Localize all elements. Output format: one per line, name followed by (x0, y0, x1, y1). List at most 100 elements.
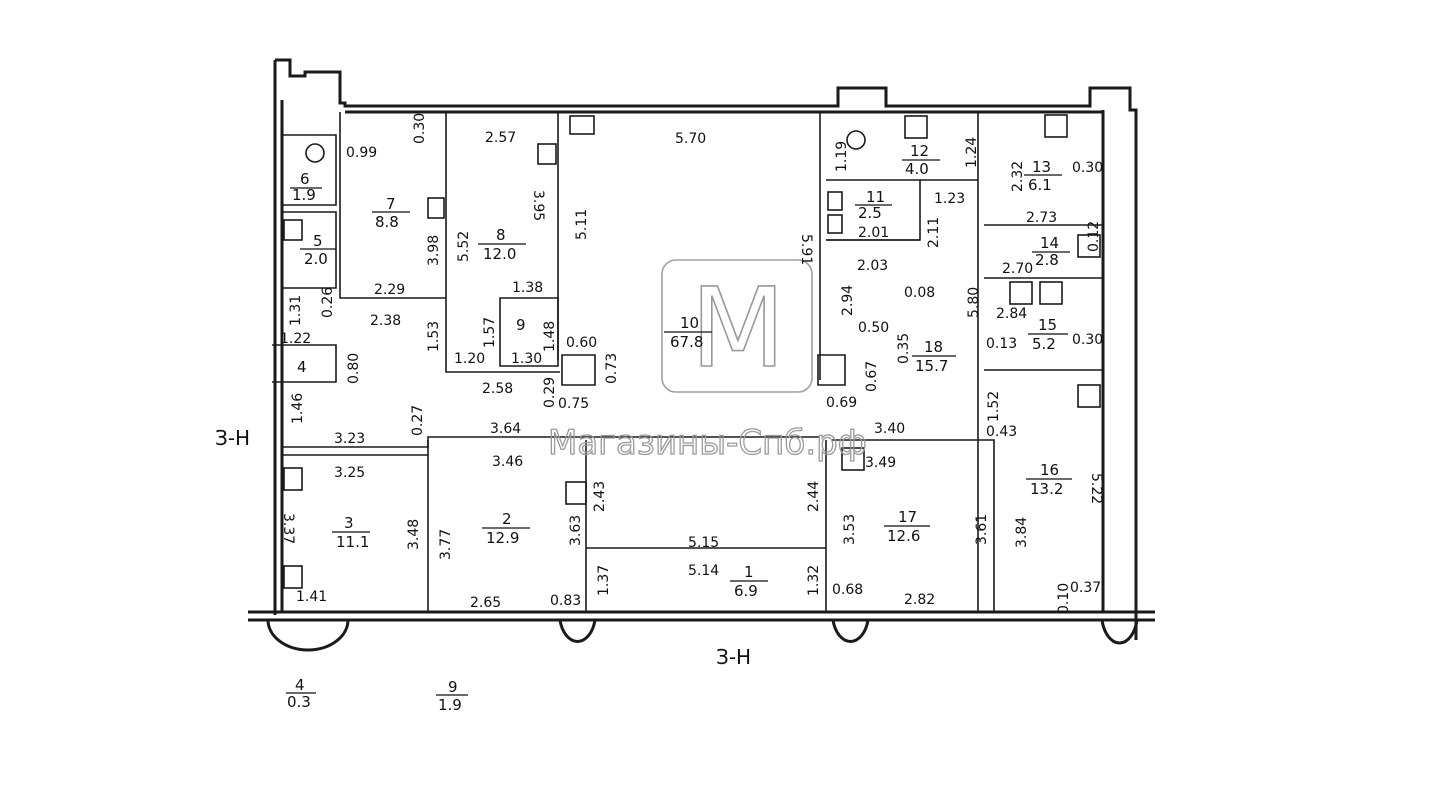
dim-label: 1.37 (596, 565, 612, 596)
dim-label: 2.84 (996, 306, 1027, 322)
dim-label: 0.10 (1056, 583, 1072, 614)
dim-label: 3.25 (334, 465, 365, 481)
dim-label: 0.30 (1072, 332, 1103, 348)
dim-label: 5.15 (688, 535, 719, 551)
partitions (272, 112, 1103, 613)
room-4-number: 4 (297, 358, 307, 376)
dim-label: 2.11 (926, 217, 942, 248)
room-2-area: 12.9 (486, 529, 519, 547)
dim-label: 2.82 (904, 592, 935, 608)
dim-label: 5.70 (675, 131, 706, 147)
dim-label: 1.46 (290, 393, 306, 424)
room-18-area: 15.7 (915, 357, 948, 375)
dim-label: 2.44 (806, 481, 822, 512)
dim-label: 2.38 (370, 313, 401, 329)
dim-label: 0.99 (346, 145, 377, 161)
dim-label: 0.60 (566, 335, 597, 351)
dim-label: 0.35 (896, 333, 912, 364)
dim-label: 1.22 (280, 331, 311, 347)
dim-label: 1.20 (454, 351, 485, 367)
dim-label: 0.37 (1070, 580, 1101, 596)
dim-label: 0.30 (1072, 160, 1103, 176)
dim-label: 1.38 (512, 280, 543, 296)
room-8-area: 12.0 (483, 245, 516, 263)
dim-label: 5.52 (456, 231, 472, 262)
dim-label: 0.08 (904, 285, 935, 301)
room-16-area: 13.2 (1030, 480, 1063, 498)
dim-label: 1.24 (964, 137, 980, 168)
dim-label: 1.31 (288, 295, 304, 326)
room-8-number: 8 (496, 226, 506, 244)
room-2-number: 2 (502, 510, 512, 528)
room-1-number: 1 (744, 563, 754, 581)
dim-label: 3.40 (874, 421, 905, 437)
watermark-text: Магазины-Спб.рф (548, 423, 867, 463)
dim-label: 2.43 (592, 481, 608, 512)
dim-label: 0.67 (864, 361, 880, 392)
room-7-area: 8.8 (375, 213, 399, 231)
dim-label: 2.03 (857, 258, 888, 274)
external-room-9-number: 9 (448, 678, 458, 696)
dim-label: 0.43 (986, 424, 1017, 440)
fixtures (283, 114, 1101, 589)
room-3-area: 11.1 (336, 533, 369, 551)
dim-label: 3.63 (568, 515, 584, 546)
dim-label: 2.94 (840, 285, 856, 316)
dim-label: 3.95 (530, 190, 546, 221)
dim-label: 0.73 (604, 353, 620, 384)
room-7-number: 7 (386, 195, 396, 213)
dim-label: 0.68 (832, 582, 863, 598)
dim-label: 0.83 (550, 593, 581, 609)
room-12-area: 4.0 (905, 160, 929, 178)
dim-label: 3.84 (1014, 517, 1030, 548)
dim-label: 3.98 (426, 235, 442, 266)
watermark-logo-letter: M (691, 264, 786, 392)
external-room-labels: 4 0.3 9 1.9 (287, 676, 462, 714)
room-12-number: 12 (910, 142, 929, 160)
dim-label: 3.77 (438, 529, 454, 560)
room-15-number: 15 (1038, 316, 1057, 334)
dim-label: 1.52 (986, 391, 1002, 422)
label-bars (286, 159, 1072, 696)
dim-label: 0.50 (858, 320, 889, 336)
outer-walls (248, 58, 1155, 640)
dim-label: 2.73 (1026, 210, 1057, 226)
dim-label: 0.30 (412, 113, 428, 144)
dim-label: 5.91 (798, 234, 814, 265)
dim-label: 5.80 (966, 287, 982, 318)
room-5-area: 2.0 (304, 250, 328, 268)
dim-label: 5.14 (688, 563, 719, 579)
room-3-number: 3 (344, 514, 354, 532)
dim-label: 3.46 (492, 454, 523, 470)
room-11-number: 11 (866, 188, 885, 206)
room-16-number: 16 (1040, 461, 1059, 479)
dim-label: 0.27 (410, 405, 426, 436)
dim-label: 3.61 (974, 514, 990, 545)
room-13-area: 6.1 (1028, 176, 1052, 194)
section-mark-bottom: З-Н (716, 645, 751, 669)
dim-label: 2.57 (485, 130, 516, 146)
dimension-labels: 0.30 0.99 2.57 5.70 1.19 1.24 2.32 0.30 … (280, 113, 1104, 614)
dim-label: 1.23 (934, 191, 965, 207)
room-17-area: 12.6 (887, 527, 920, 545)
room-6-area: 1.9 (292, 186, 316, 204)
dim-label: 3.37 (280, 513, 296, 544)
dim-label: 2.01 (858, 225, 889, 241)
external-room-9-area: 1.9 (438, 696, 462, 714)
room-9-number: 9 (516, 316, 526, 334)
dim-label: 2.58 (482, 381, 513, 397)
dim-label: 0.13 (986, 336, 1017, 352)
room-14-number: 14 (1040, 234, 1059, 252)
dim-label: 2.29 (374, 282, 405, 298)
dim-label: 3.23 (334, 431, 365, 447)
dim-label: 2.65 (470, 595, 501, 611)
room-13-number: 13 (1032, 158, 1051, 176)
room-5-number: 5 (313, 232, 323, 250)
room-14-area: 2.8 (1035, 251, 1059, 269)
watermark-logo: M (661, 259, 813, 393)
room-10-number: 10 (680, 314, 699, 332)
dim-label: 0.26 (320, 287, 336, 318)
dim-label: 1.53 (426, 321, 442, 352)
dim-label: 1.57 (482, 317, 498, 348)
